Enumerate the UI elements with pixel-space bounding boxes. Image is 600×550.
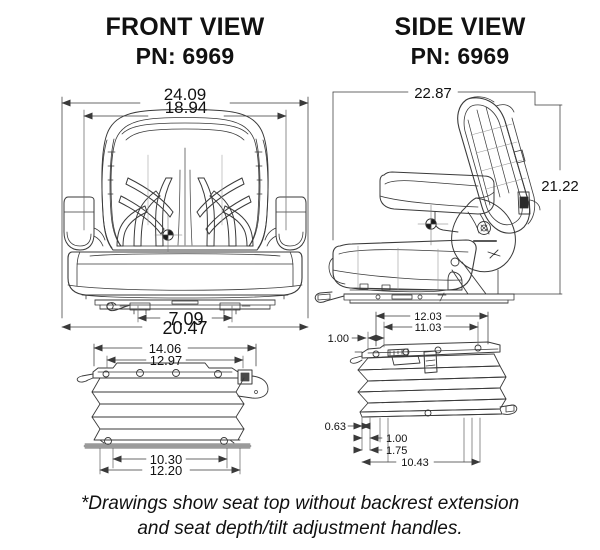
side-view-dimension-lines [332, 91, 563, 295]
suspension-front-dimension-lines [93, 343, 257, 475]
dim-susp-front-top-outer: 14.06 [149, 341, 182, 356]
dim-side-overall-height: 21.22 [541, 178, 579, 195]
front-view-title: FRONT VIEW [105, 13, 265, 41]
dim-side-overall-depth: 22.87 [414, 85, 452, 102]
side-view-part-number: PN: 6969 [410, 43, 510, 69]
side-view-seat-drawing [314, 96, 541, 304]
dim-susp-front-base-inner: 10.30 [150, 452, 183, 467]
dim-susp-side-base-offset-1: 1.00 [386, 433, 407, 445]
dim-front-mount-hole-spacing: 7.09 [168, 309, 203, 329]
dim-front-overall-width: 24.09 [164, 85, 207, 104]
dim-susp-front-base-outer: 12.20 [150, 463, 183, 478]
dim-front-base-width: 20.47 [162, 318, 207, 338]
footnote-line-2: and seat depth/tilt adjustment handles. [137, 518, 463, 539]
front-view-seat-drawing [63, 109, 307, 315]
suspension-side-drawing [349, 341, 518, 418]
suspension-front-drawing [76, 362, 269, 449]
dim-susp-front-top-inner: 12.97 [150, 353, 183, 368]
suspension-side-dimension-lines [347, 311, 489, 466]
front-view-dimension-lines [61, 96, 309, 331]
dim-susp-side-base-edge-offset: 0.63 [325, 421, 346, 433]
dim-susp-side-slot-span: 11.03 [415, 322, 442, 334]
footnote-line-1: *Drawings show seat top without backrest… [80, 493, 520, 514]
dim-susp-side-top-depth: 12.03 [414, 311, 442, 323]
side-view-title: SIDE VIEW [394, 13, 526, 41]
dim-susp-side-base-offset-2: 1.75 [386, 445, 407, 457]
dim-susp-side-edge-offset: 1.00 [328, 333, 349, 345]
front-view-part-number: PN: 6969 [135, 43, 235, 69]
dim-front-backrest-width: 18.94 [165, 98, 208, 117]
dim-susp-side-base-depth: 10.43 [401, 457, 429, 469]
